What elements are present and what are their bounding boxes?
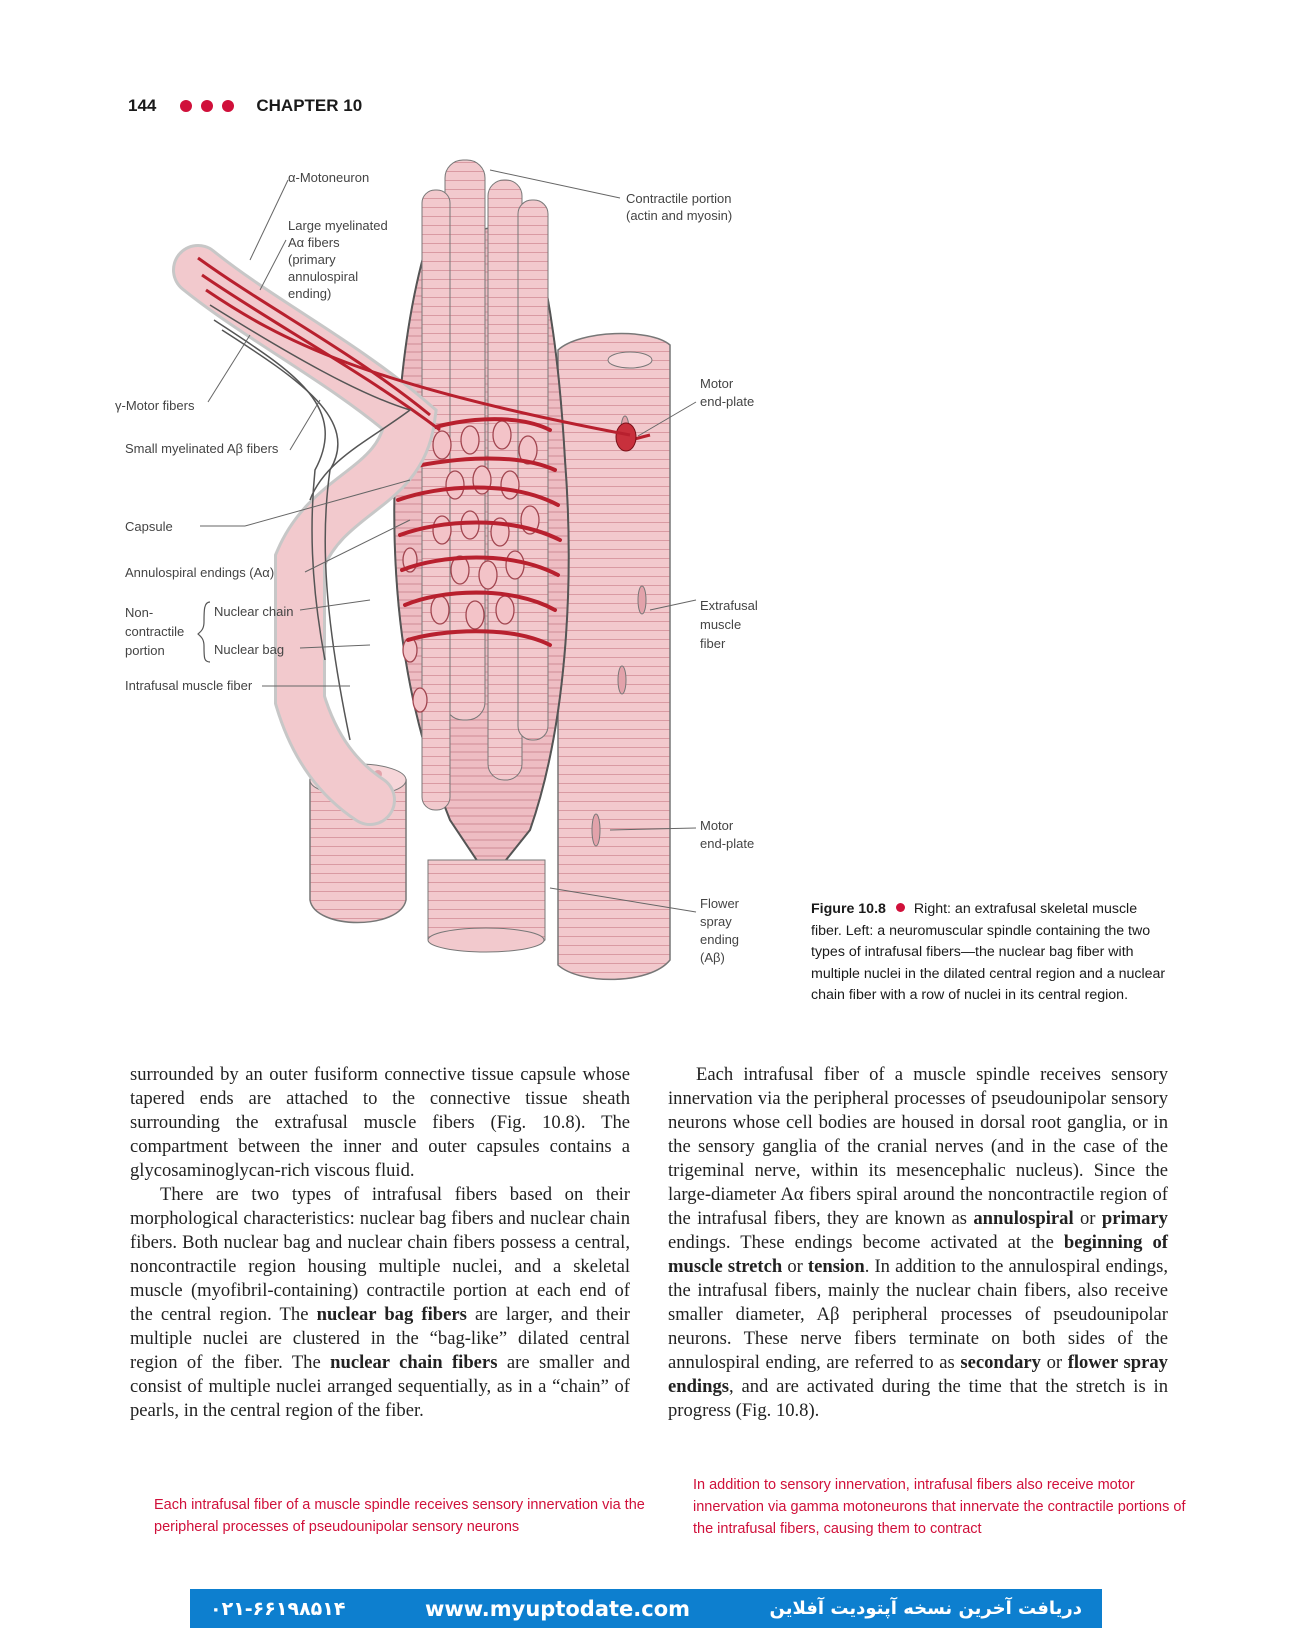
label-flower-spray-4: (Aβ): [700, 950, 725, 965]
caption-text: Right: an extrafusal skeletal muscle fib…: [811, 901, 1166, 1003]
text-run: , and are activated during the time that…: [668, 1376, 1168, 1421]
dot-icon: [201, 100, 214, 112]
label-motor-endplate-top-2: end-plate: [700, 394, 754, 409]
label-alpha-motoneuron: α-Motoneuron: [288, 170, 369, 185]
label-noncontractile-3: portion: [125, 643, 165, 658]
margin-note-right: In addition to sensory innervation, intr…: [693, 1477, 1186, 1537]
label-motor-endplate-top-1: Motor: [700, 376, 734, 391]
bold-term: tension: [807, 1256, 865, 1277]
label-flower-spray-3: ending: [700, 932, 739, 947]
text-run: or: [1040, 1352, 1068, 1373]
label-nuclear-bag: Nuclear bag: [214, 642, 284, 657]
label-gamma-motor: γ-Motor fibers: [115, 398, 195, 413]
footer-phone: ۰۲۱-۶۶۱۹۸۵۱۴: [210, 1597, 346, 1620]
text-run: are larger, and their multiple nuclei ar…: [130, 1304, 630, 1373]
label-extrafusal-2: muscle: [700, 617, 741, 632]
bold-term: secondary: [960, 1352, 1041, 1373]
paragraph: There are two types of intrafusal fibers…: [130, 1183, 630, 1423]
label-motor-endplate-bottom-2: end-plate: [700, 836, 754, 851]
brace-icon: [197, 601, 211, 663]
text-run: There are two types of intrafusal fibers…: [130, 1184, 630, 1325]
label-large-fibers-5: ending): [288, 286, 331, 301]
page-number: 144: [128, 96, 157, 115]
bold-term: flower spray endings: [668, 1352, 1168, 1397]
label-large-fibers-2: Aα fibers: [288, 235, 340, 250]
label-flower-spray-1: Flower: [700, 896, 740, 911]
label-noncontractile-1: Non-: [125, 605, 153, 620]
muscle-spindle-figure: α-Motoneuron Large myelinated Aα fibers …: [115, 159, 758, 981]
bullet-icon: [895, 903, 905, 912]
label-small-fibers: Small myelinated Aβ fibers: [125, 441, 279, 456]
text-run: are smaller and consist of multiple nucl…: [130, 1352, 631, 1421]
nerve-bundle: [172, 244, 631, 826]
label-large-fibers-1: Large myelinated: [288, 218, 388, 233]
label-intrafusal: Intrafusal muscle fiber: [125, 678, 253, 693]
header-dots: [180, 100, 235, 112]
chapter-title: CHAPTER 10: [256, 96, 363, 115]
text-run: or: [1073, 1208, 1102, 1229]
label-contractile-2: (actin and myosin): [626, 208, 732, 223]
footer-url[interactable]: www.myuptodate.com: [424, 1596, 691, 1621]
label-nuclear-chain: Nuclear chain: [214, 604, 294, 619]
label-motor-endplate-bottom-1: Motor: [700, 818, 734, 833]
text-run: or: [782, 1256, 808, 1277]
label-noncontractile-2: contractile: [125, 624, 184, 639]
text-run: endings. These endings become activated …: [668, 1232, 1064, 1253]
label-flower-spray-2: spray: [700, 914, 732, 929]
extrafusal-fiber: [557, 332, 671, 981]
footer-persian-text: دریافت آخرین نسخه آپتودیت آفلاین: [769, 1598, 1082, 1619]
bold-term: nuclear chain fibers: [330, 1352, 498, 1373]
label-capsule: Capsule: [125, 519, 173, 534]
label-extrafusal-1: Extrafusal: [700, 598, 758, 613]
label-contractile-1: Contractile portion: [626, 191, 732, 206]
page-header: 144 CHAPTER 10: [128, 96, 362, 116]
footer-banner[interactable]: ۰۲۱-۶۶۱۹۸۵۱۴ www.myuptodate.com دریافت آ…: [190, 1589, 1102, 1628]
text-run: Each intrafusal fiber of a muscle spindl…: [668, 1064, 1168, 1229]
label-large-fibers-4: annulospiral: [288, 269, 358, 284]
figure-labels: α-Motoneuron Large myelinated Aα fibers …: [115, 170, 758, 965]
caption-label: Figure 10.8: [811, 901, 886, 917]
text-run: . In addition to the annulospiral ending…: [668, 1256, 1168, 1373]
bold-term: annulospiral: [973, 1208, 1074, 1229]
bold-term: beginning of muscle stretch: [668, 1232, 1169, 1277]
bold-term: primary: [1101, 1208, 1168, 1229]
bold-term: nuclear bag fibers: [316, 1304, 467, 1325]
label-annulospiral: Annulospiral endings (Aα): [125, 565, 274, 580]
body-column-right: Each intrafusal fiber of a muscle spindl…: [668, 1063, 1168, 1423]
leader-lines: [200, 169, 697, 913]
paragraph: Each intrafusal fiber of a muscle spindl…: [668, 1063, 1168, 1423]
label-large-fibers-3: (primary: [288, 252, 336, 267]
dot-icon: [222, 100, 235, 112]
body-column-left: surrounded by an outer fusiform connecti…: [130, 1063, 630, 1423]
dot-icon: [180, 100, 193, 112]
margin-note-left: Each intrafusal fiber of a muscle spindl…: [154, 1497, 645, 1535]
paragraph: surrounded by an outer fusiform connecti…: [130, 1064, 630, 1181]
label-extrafusal-3: fiber: [700, 636, 726, 651]
